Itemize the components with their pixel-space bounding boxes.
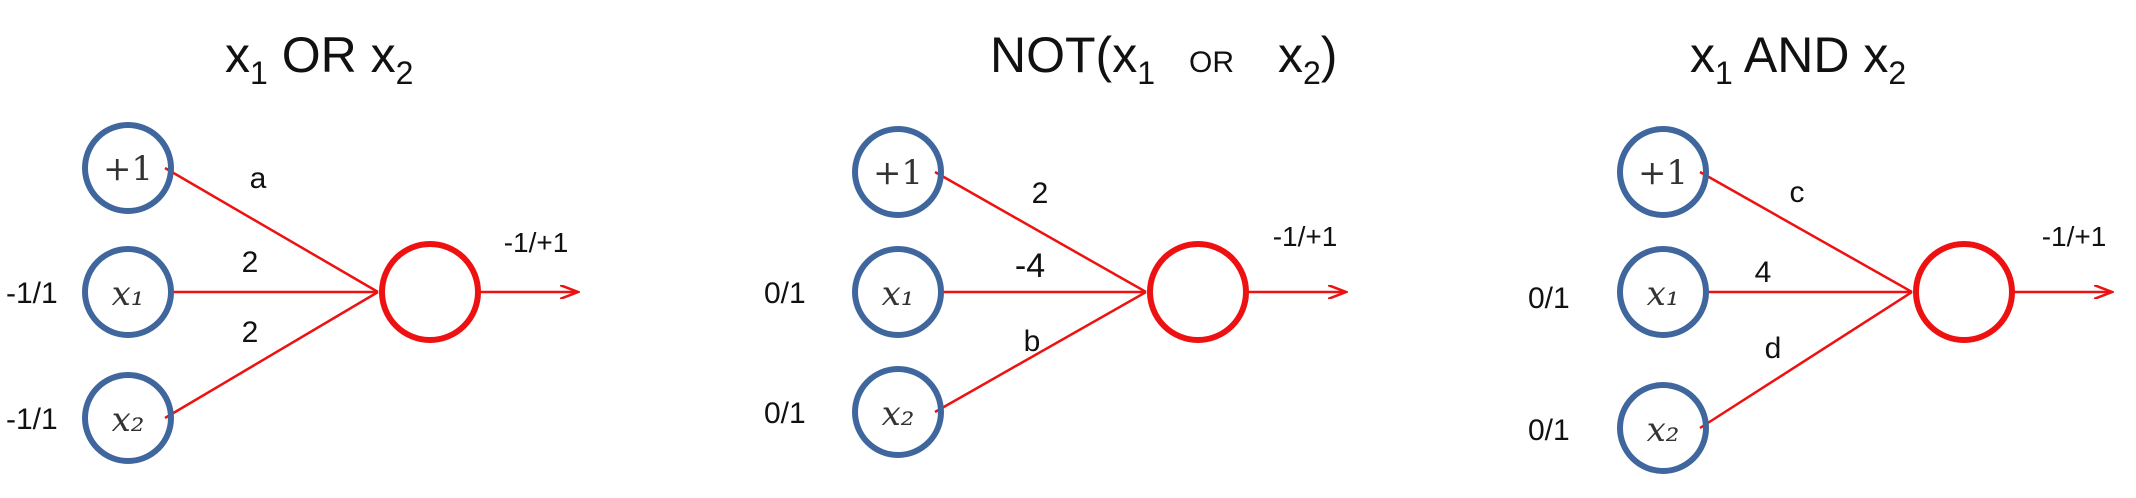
weight-x1: -4 (1015, 247, 1045, 285)
node-x2 (852, 366, 944, 458)
node-bias (1617, 126, 1709, 218)
output-label: -1/+1 (504, 227, 569, 258)
node-x1-label: x₁ (1647, 274, 1680, 314)
edge-bias (1699, 170, 1913, 294)
node-output (379, 241, 481, 343)
node-x2-label: x₂ (1647, 410, 1680, 450)
network-or: x1 OR x2 +1 x₁ x₂ a 2 2 -1/1 -1/1 -1/+1 (6, 27, 578, 464)
input-x1-value: 0/1 (1528, 282, 1570, 315)
node-x1-label: x₁ (882, 274, 915, 314)
node-bias (82, 122, 174, 214)
network-title: x1 OR x2 (225, 27, 413, 91)
node-output (1147, 241, 1249, 343)
edge-bias (164, 166, 379, 294)
node-bias-label: +1 (103, 149, 153, 189)
edge-x2 (1699, 290, 1913, 430)
node-bias-label: +1 (873, 153, 923, 193)
input-x2-value: -1/1 (6, 403, 58, 436)
weight-x2: b (1024, 325, 1041, 358)
node-x2 (1617, 382, 1709, 474)
node-x2-label: x₂ (112, 400, 145, 440)
edge-x2 (934, 290, 1147, 414)
node-x2-label: x₂ (882, 394, 915, 434)
input-x2-value: 0/1 (1528, 414, 1570, 447)
node-x1 (852, 246, 944, 338)
weight-bias: 2 (1032, 177, 1049, 210)
input-x1-value: -1/1 (6, 277, 58, 310)
weight-bias: a (250, 162, 267, 195)
node-bias (852, 126, 944, 218)
weight-x1: 2 (242, 246, 259, 279)
output-label: -1/+1 (2042, 221, 2107, 252)
node-x1 (82, 246, 174, 338)
output-label: -1/+1 (1273, 221, 1338, 252)
edge-x2 (164, 290, 379, 420)
node-x1 (1617, 246, 1709, 338)
node-output (1913, 241, 2015, 343)
input-x1-value: 0/1 (764, 277, 806, 310)
node-bias-label: +1 (1638, 153, 1688, 193)
weight-x2: 2 (242, 316, 259, 349)
weight-bias: c (1790, 176, 1805, 209)
input-x2-value: 0/1 (764, 397, 806, 430)
network-title: x1 AND x2 (1690, 27, 1906, 91)
weight-x2: d (1765, 332, 1782, 365)
weight-x1: 4 (1755, 256, 1772, 289)
network-and: x1 AND x2 +1 x₁ x₂ c 4 d 0/1 0/1 -1/+1 (1528, 27, 2112, 474)
node-x1-label: x₁ (112, 274, 145, 314)
node-x2 (82, 372, 174, 464)
edge-bias (934, 170, 1147, 294)
